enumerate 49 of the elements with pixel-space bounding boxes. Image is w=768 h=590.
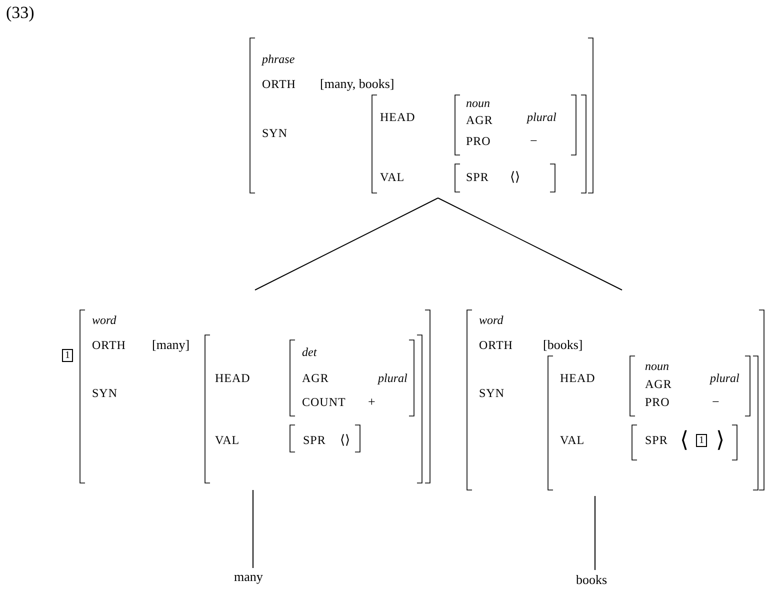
feature-name: ORTH xyxy=(479,337,513,353)
feature-value: [many] xyxy=(152,337,190,353)
angle-bracket: ⟩ xyxy=(716,428,725,452)
tag-label: 1 xyxy=(62,349,73,362)
feature-name: VAL xyxy=(380,169,405,185)
feature-name: HEAD xyxy=(215,370,250,386)
feature-value: ⟨⟩ xyxy=(340,432,350,448)
feature-name: AGR xyxy=(466,112,493,128)
feature-name: SPR xyxy=(466,169,489,185)
feature-name: PRO xyxy=(466,133,491,149)
feature-name: AGR xyxy=(302,370,329,386)
tree-branch xyxy=(252,490,254,568)
tree-branch xyxy=(254,198,438,290)
feature-name: SYN xyxy=(262,125,288,141)
tree-branch xyxy=(594,496,596,570)
type-label: phrase xyxy=(262,51,295,67)
feature-name: ORTH xyxy=(262,76,296,92)
feature-value: − xyxy=(712,394,720,410)
type-label: noun xyxy=(645,358,669,374)
feature-value: + xyxy=(368,394,376,410)
type-label: plural xyxy=(527,109,556,125)
feature-name: ORTH xyxy=(92,337,126,353)
feature-name: SPR xyxy=(645,432,668,448)
tree-branch xyxy=(438,198,622,290)
feature-name: SYN xyxy=(92,385,118,401)
feature-value: [books] xyxy=(543,337,583,353)
feature-name: AGR xyxy=(645,376,672,392)
angle-bracket: ⟨ xyxy=(680,428,689,452)
type-label: plural xyxy=(378,370,408,386)
type-label: word xyxy=(92,312,116,328)
feature-value: − xyxy=(530,133,538,149)
example-number: (33) xyxy=(6,2,34,24)
leaf-word: many xyxy=(234,569,263,585)
feature-name: HEAD xyxy=(380,109,416,125)
type-label: plural xyxy=(710,370,740,386)
type-label: noun xyxy=(466,95,490,111)
feature-name: HEAD xyxy=(560,370,596,386)
feature-name: SPR xyxy=(303,432,326,448)
feature-name: PRO xyxy=(645,394,670,410)
feature-name: VAL xyxy=(560,432,585,448)
feature-value: ⟨⟩ xyxy=(510,169,520,185)
feature-value: [many, books] xyxy=(320,76,394,92)
type-label: det xyxy=(302,344,317,360)
feature-name: VAL xyxy=(215,432,240,448)
type-label: word xyxy=(479,312,504,328)
leaf-word: books xyxy=(576,572,608,588)
tag-label: 1 xyxy=(696,434,707,447)
feature-name: COUNT xyxy=(302,394,346,410)
feature-name: SYN xyxy=(479,385,505,401)
